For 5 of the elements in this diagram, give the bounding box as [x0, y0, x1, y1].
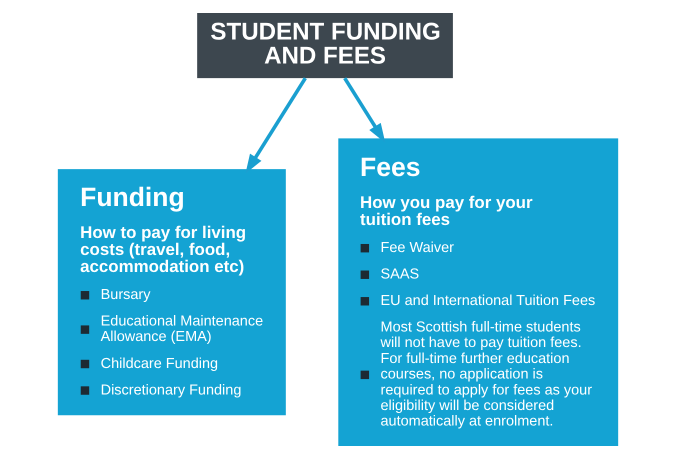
node-box: STUDENT FUNDING AND FEES: [196, 12, 452, 78]
arrow: [244, 77, 306, 174]
node-box: Funding How to pay for living costs (travel, food, accommodation etc) Bursary Educational Maintenance Allowance (EMA) Childcare Funding Discretionary Funding: [57, 169, 286, 416]
node-box: Fees How you pay for your tuition fees Fee Waiver SAAS EU and International Tuition Fees Most Scottish full-time students will not have to pay tuition fees. For full-time further education courses, no application is required to apply for fees as your eligibility will be considered automatically at enrolment.: [338, 138, 618, 446]
arrow: [342, 77, 385, 143]
